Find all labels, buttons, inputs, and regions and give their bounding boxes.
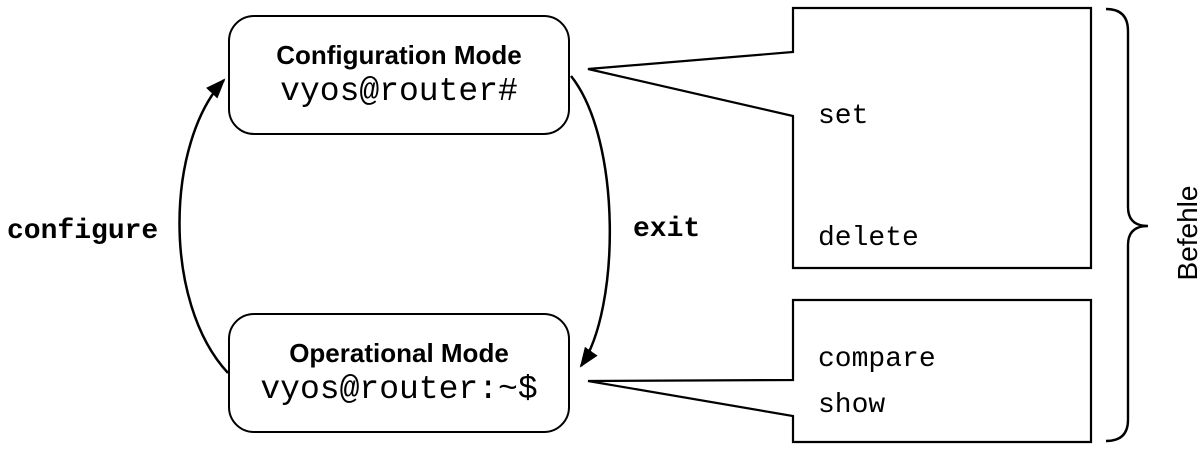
operational-mode-title: Operational Mode: [289, 337, 509, 368]
exit-edge-label: exit: [633, 214, 701, 245]
configuration-commands-list: set delete compare commit discard …: [818, 16, 936, 452]
operational-commands-list: show poweroff …: [818, 305, 952, 452]
configuration-commands-callout: [587, 6, 1093, 270]
operational-commands-callout: [587, 298, 1093, 444]
configure-edge-label: configure: [7, 216, 159, 247]
commands-brace: [1105, 7, 1149, 443]
configuration-mode-title: Configuration Mode: [276, 39, 522, 70]
configuration-mode-prompt: vyos@router#: [280, 72, 518, 110]
exit-arrow: [570, 75, 611, 368]
command-item: set: [818, 101, 869, 132]
operational-mode-prompt: vyos@router:~$: [260, 370, 538, 408]
command-item: show: [818, 390, 886, 421]
configure-arrow: [178, 78, 229, 374]
command-item: compare: [818, 344, 936, 375]
operational-mode-box: Operational Mode vyos@router:~$: [228, 313, 570, 433]
brace-label-befehle: Befehle: [1172, 185, 1203, 281]
command-item: delete: [818, 222, 919, 254]
configuration-mode-box: Configuration Mode vyos@router#: [228, 15, 570, 135]
